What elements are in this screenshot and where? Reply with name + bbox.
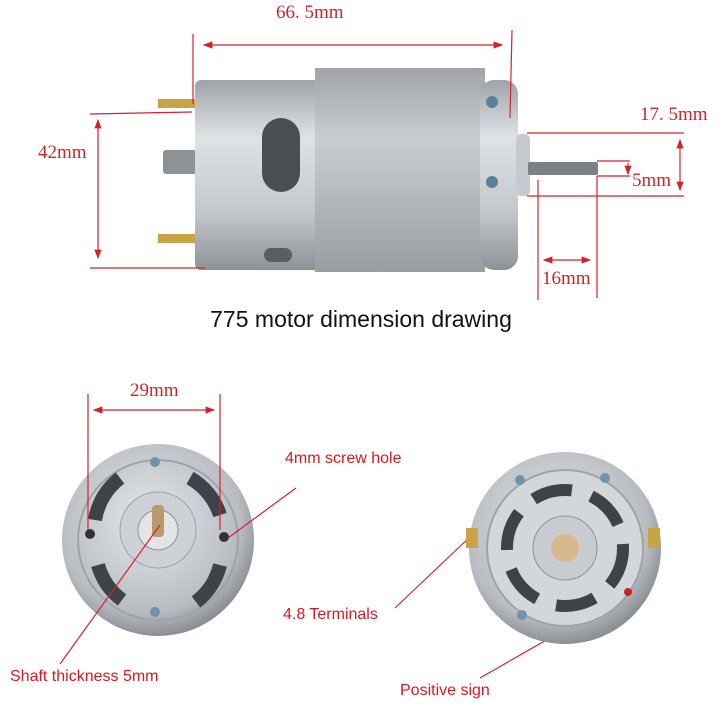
hole-spacing-dimension: 29mm <box>130 380 179 401</box>
screw-hole-label: 4mm screw hole <box>285 450 402 467</box>
leader-terminals <box>394 534 473 609</box>
shaft-length-dimension: 16mm <box>542 268 591 289</box>
diagram-title: 775 motor dimension drawing <box>210 306 512 332</box>
screw-bottom <box>486 176 498 188</box>
leader-shaft <box>59 524 161 665</box>
motor-side-view <box>158 68 598 272</box>
front-cap <box>480 80 518 270</box>
terminal-right <box>648 528 660 548</box>
length-dimension: 66. 5mm <box>276 2 344 23</box>
screw-hole-right <box>219 532 229 542</box>
front-boss-dimension: 17. 5mm <box>640 104 708 125</box>
rear-housing <box>195 80 320 270</box>
positive-sign-label: Positive sign <box>400 682 490 699</box>
terminal-top <box>158 99 198 108</box>
terminal-bottom <box>158 234 200 243</box>
terminals-label: 4.8 Terminals <box>283 606 378 623</box>
vent-slot <box>262 118 300 192</box>
motor-rear-view <box>62 444 254 636</box>
shaft-label: Shaft thickness 5mm <box>10 668 159 685</box>
rear-shaft <box>152 505 164 537</box>
front-boss <box>516 134 530 196</box>
positive-mark <box>624 588 632 596</box>
diameter-dimension: 42mm <box>38 142 87 163</box>
shaft <box>528 162 598 175</box>
leader-screw-hole <box>227 487 297 539</box>
screw-hole-left <box>85 529 95 539</box>
top-dimension-lines <box>89 29 684 300</box>
vent-slot-lower <box>264 248 292 262</box>
screw-top <box>486 96 498 108</box>
motor-can <box>315 68 485 272</box>
terminal-left <box>466 528 478 548</box>
motor-front-view <box>466 452 661 644</box>
shaft-diameter-dimension: 5mm <box>632 170 672 191</box>
rear-nub <box>163 150 197 174</box>
